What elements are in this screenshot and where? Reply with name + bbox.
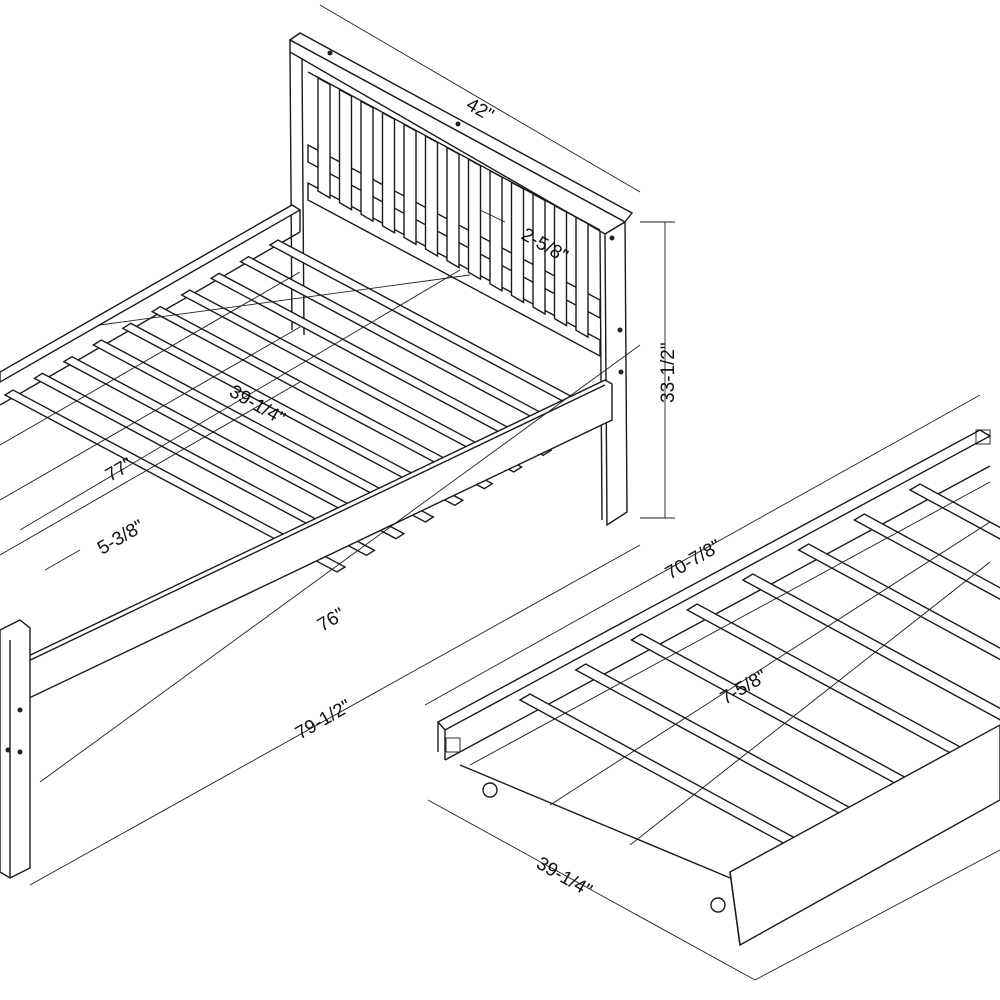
slat [3, 389, 347, 573]
slat [446, 146, 460, 269]
dim-headboard-height: 33-1/2" [658, 342, 679, 403]
slat [532, 192, 546, 316]
dim-overall-length: 79-1/2" [292, 696, 355, 744]
slat [574, 663, 853, 815]
slat [338, 88, 353, 211]
slat [741, 573, 1000, 721]
slat [33, 372, 376, 557]
slat [150, 305, 494, 490]
slat [91, 339, 435, 523]
dim-headboard-width: 42" [463, 94, 498, 126]
slat [467, 158, 482, 281]
slat [852, 513, 1000, 600]
trundle [436, 429, 1000, 947]
slat [360, 100, 374, 223]
slat [630, 633, 908, 785]
dim-rail-length: 76" [314, 604, 349, 636]
headboard [288, 32, 634, 527]
dimension-lines [19, 4, 1000, 981]
trundle-slats [469, 481, 1000, 846]
slat [575, 216, 589, 339]
footboard-post [0, 619, 31, 879]
bed-frame [0, 32, 634, 879]
slat [518, 693, 797, 845]
slat [489, 169, 503, 293]
slat [317, 76, 331, 200]
slat [381, 111, 396, 235]
slat [403, 123, 417, 246]
slat [121, 322, 465, 507]
dim-trundle-width: 39-1/4" [533, 853, 596, 901]
slat [62, 355, 406, 540]
slat [685, 603, 964, 755]
bed-slats [0, 239, 612, 573]
slat [180, 289, 524, 473]
dim-slat-spacing: 5-3/8" [94, 516, 148, 559]
slat [510, 181, 525, 304]
slat [209, 272, 553, 457]
slat [797, 543, 1000, 661]
slat [424, 134, 439, 258]
slat [553, 204, 568, 327]
slat [908, 483, 1000, 540]
